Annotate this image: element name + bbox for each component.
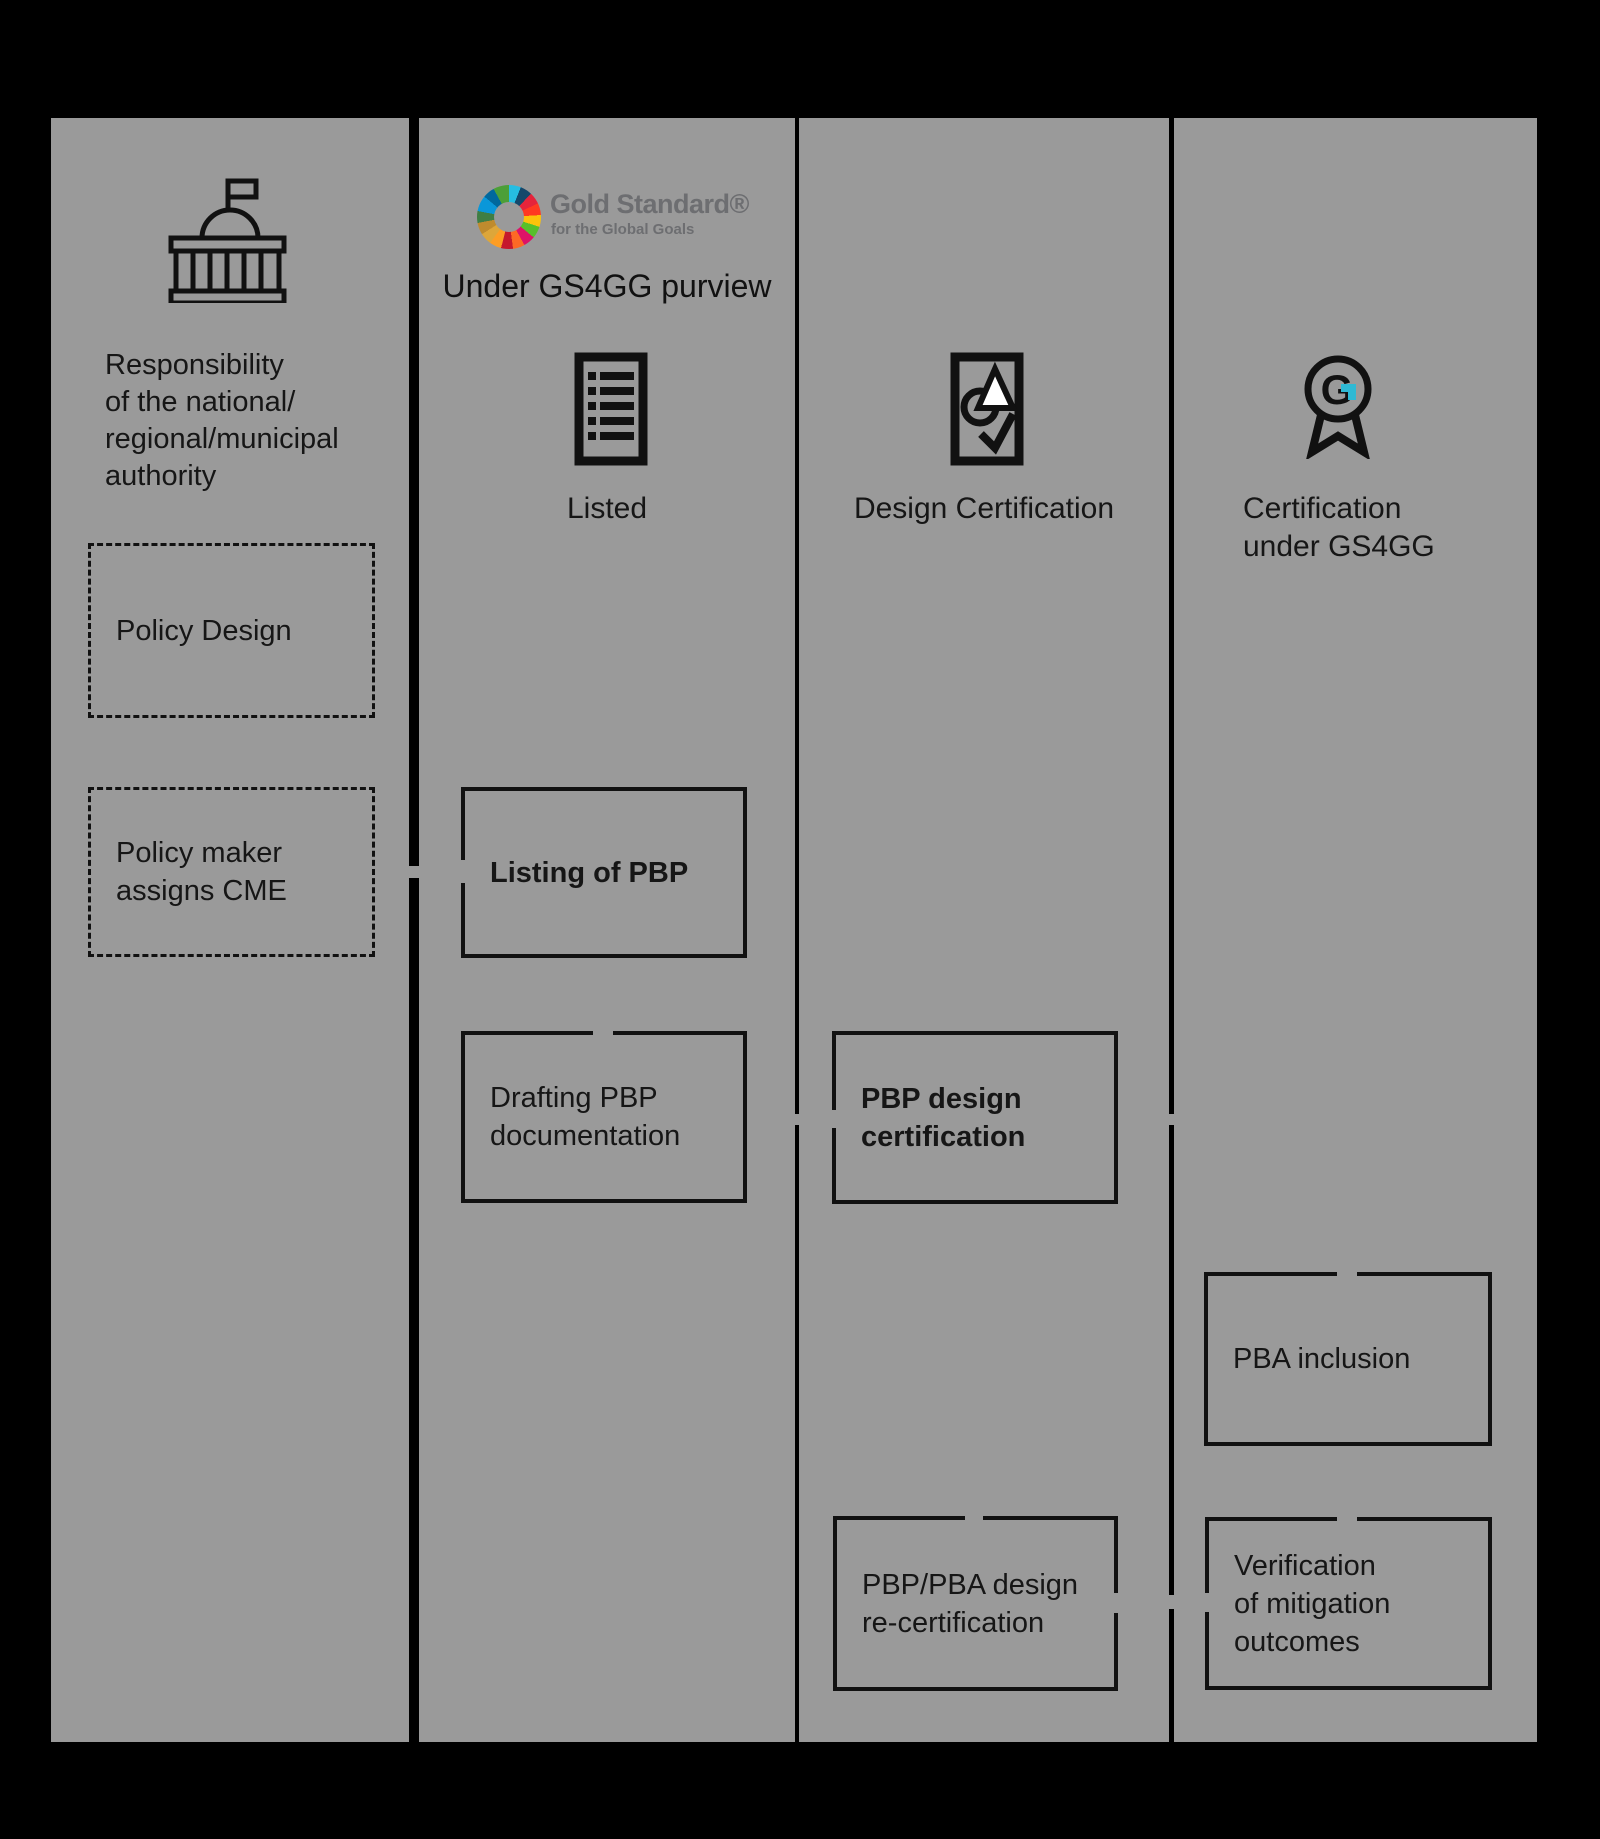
listing-of-pbp-label: Listing of PBP [490, 856, 689, 889]
design-certificate-icon [950, 352, 1024, 466]
listing-of-pbp-box: Listing of PBP [461, 787, 747, 958]
document-list-icon [574, 352, 648, 466]
pba-inclusion-label: PBA inclusion [1233, 1343, 1411, 1375]
divider-connector-gap [793, 1114, 801, 1125]
pbp-design-certification-label: PBP design certification [861, 1082, 1026, 1153]
gold-standard-logo-subtitle: for the Global Goals [551, 221, 695, 238]
connector-gap [1337, 1517, 1357, 1521]
divider-connector-gap [1167, 1595, 1176, 1609]
pba-inclusion-box: PBA inclusion [1204, 1272, 1492, 1446]
under-gs4gg-purview-tagline: Under GS4GG purview [442, 268, 772, 304]
pbp-design-certification-box: PBP design certification [832, 1031, 1118, 1204]
policy-maker-assigns-cme-label: Policy maker assigns CME [116, 837, 287, 907]
connector-gap [965, 1516, 983, 1520]
policy-design-box: Policy Design [88, 543, 375, 718]
award-medal-icon: G [1300, 355, 1378, 461]
policy-maker-assigns-cme-box: Policy maker assigns CME [88, 787, 375, 957]
connector-gap [832, 1110, 836, 1128]
gold-standard-logo-wheel [477, 185, 541, 249]
divider-connector-gap [407, 866, 421, 878]
logo-wheel-hole [494, 202, 524, 232]
column-design-certification: Design Certification PBP design certific… [799, 118, 1169, 1742]
verification-mitigation-outcomes-box: Verification of mitigation outcomes [1205, 1517, 1492, 1690]
drafting-pbp-documentation-box: Drafting PBP documentation [461, 1031, 747, 1203]
column-certification-gs4gg: G Certification under GS4GG PBA inclusio… [1174, 118, 1537, 1742]
government-building-icon [168, 178, 287, 306]
column-authority: Responsibility of the national/ regional… [51, 118, 409, 1742]
policy-design-label: Policy Design [116, 614, 292, 647]
drafting-pbp-documentation-label: Drafting PBP documentation [490, 1082, 681, 1152]
pbp-pba-design-recertification-label: PBP/PBA design re-certification [862, 1568, 1079, 1639]
pbp-pba-design-recertification-box: PBP/PBA design re-certification [833, 1516, 1118, 1691]
column-listed-header: Listed [566, 492, 648, 525]
divider-connector-gap [1167, 1114, 1176, 1125]
column-listed: Gold Standard® for the Global Goals Unde… [419, 118, 795, 1742]
connector-gap [1205, 1593, 1209, 1612]
column-design-certification-header: Design Certification [853, 492, 1115, 525]
connector-gap [1337, 1272, 1357, 1276]
column-certification-gs4gg-header: Certification under GS4GG [1243, 492, 1435, 563]
gold-standard-logo-wordmark: Gold Standard® [550, 189, 749, 219]
connector-gap [461, 860, 465, 883]
connector-gap [593, 1031, 613, 1035]
connector-gap [1114, 1593, 1118, 1613]
verification-mitigation-outcomes-label: Verification of mitigation outcomes [1234, 1549, 1391, 1658]
column-authority-header: Responsibility of the national/ regional… [105, 349, 339, 492]
